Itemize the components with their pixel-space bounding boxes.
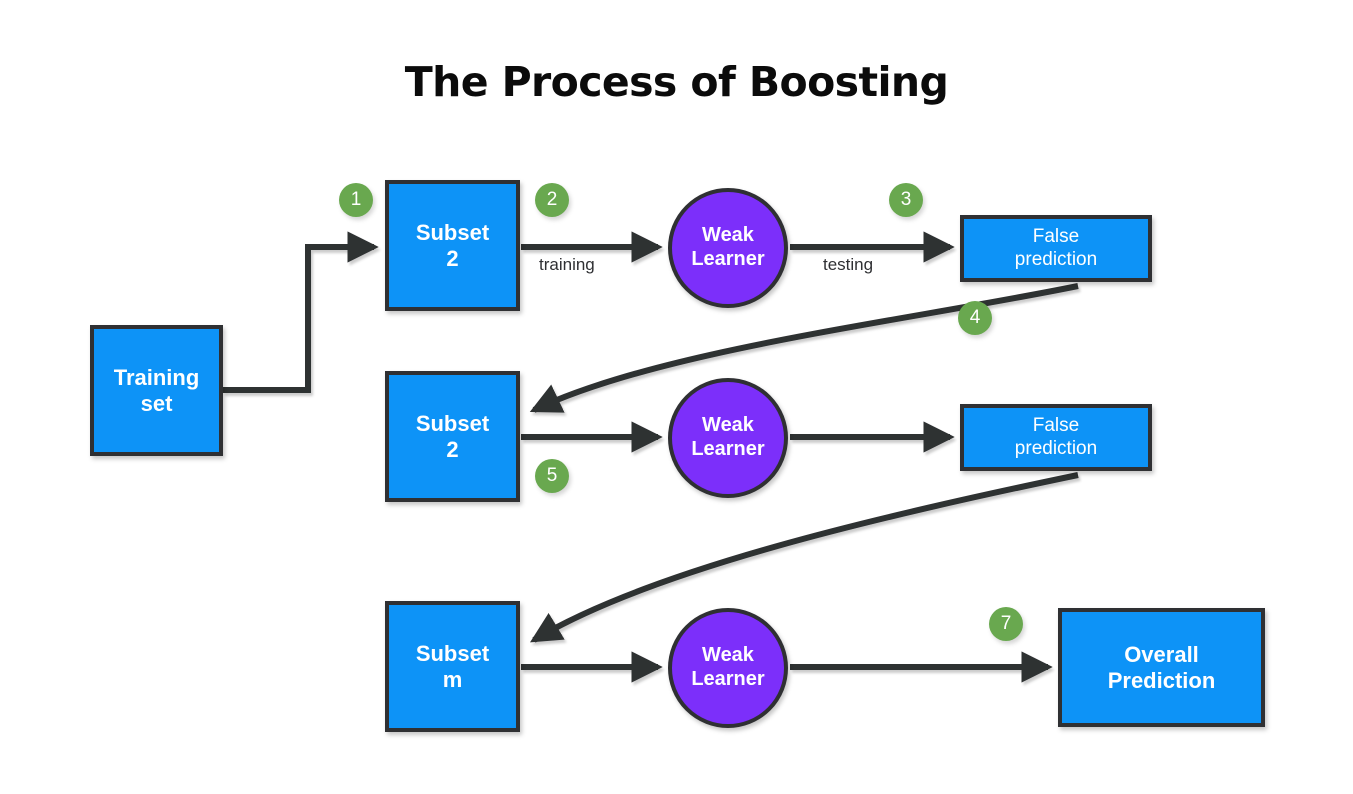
node-weak-learner-2[interactable]: Weak Learner: [668, 378, 788, 498]
node-subset-2[interactable]: Subset 2: [385, 371, 520, 502]
step-badge-3: 3: [889, 183, 923, 217]
node-subset-1[interactable]: Subset 2: [385, 180, 520, 311]
node-weak-learner-3[interactable]: Weak Learner: [668, 608, 788, 728]
node-weak-learner-2-text: Weak Learner: [691, 414, 765, 460]
step-badge-7: 7: [989, 607, 1023, 641]
node-subset-m-text: Subset m: [415, 640, 490, 692]
page-title: The Process of Boosting: [404, 58, 949, 106]
node-subset-2-text: Subset 2: [415, 410, 490, 462]
node-overall-prediction[interactable]: Overall Prediction: [1058, 608, 1265, 727]
step-badge-2: 2: [535, 183, 569, 217]
step-badge-1: 1: [339, 183, 373, 217]
node-training-set-text: Training set: [113, 364, 200, 416]
node-subset-m[interactable]: Subset m: [385, 601, 520, 732]
edge-trainingset-to-subset1: [223, 231, 379, 393]
node-weak-learner-1-text: Weak Learner: [691, 224, 765, 270]
node-overall-prediction-text: Overall Prediction: [1107, 641, 1216, 693]
node-weak-learner-3-text: Weak Learner: [691, 644, 765, 690]
node-false-prediction-1[interactable]: False prediction: [960, 215, 1152, 282]
edge-label-testing: testing: [823, 255, 874, 274]
node-false-prediction-1-text: False prediction: [1014, 226, 1098, 270]
step-badge-4: 4: [958, 301, 992, 335]
step-badge-5: 5: [535, 459, 569, 493]
node-false-prediction-2-text: False prediction: [1014, 415, 1098, 459]
edge-label-training: training: [539, 255, 595, 274]
node-false-prediction-2[interactable]: False prediction: [960, 404, 1152, 471]
node-training-set[interactable]: Training set: [90, 325, 223, 456]
edge-falsepred1-to-subset2: [529, 283, 1079, 413]
node-weak-learner-1[interactable]: Weak Learner: [668, 188, 788, 308]
node-subset-1-text: Subset 2: [415, 219, 490, 271]
